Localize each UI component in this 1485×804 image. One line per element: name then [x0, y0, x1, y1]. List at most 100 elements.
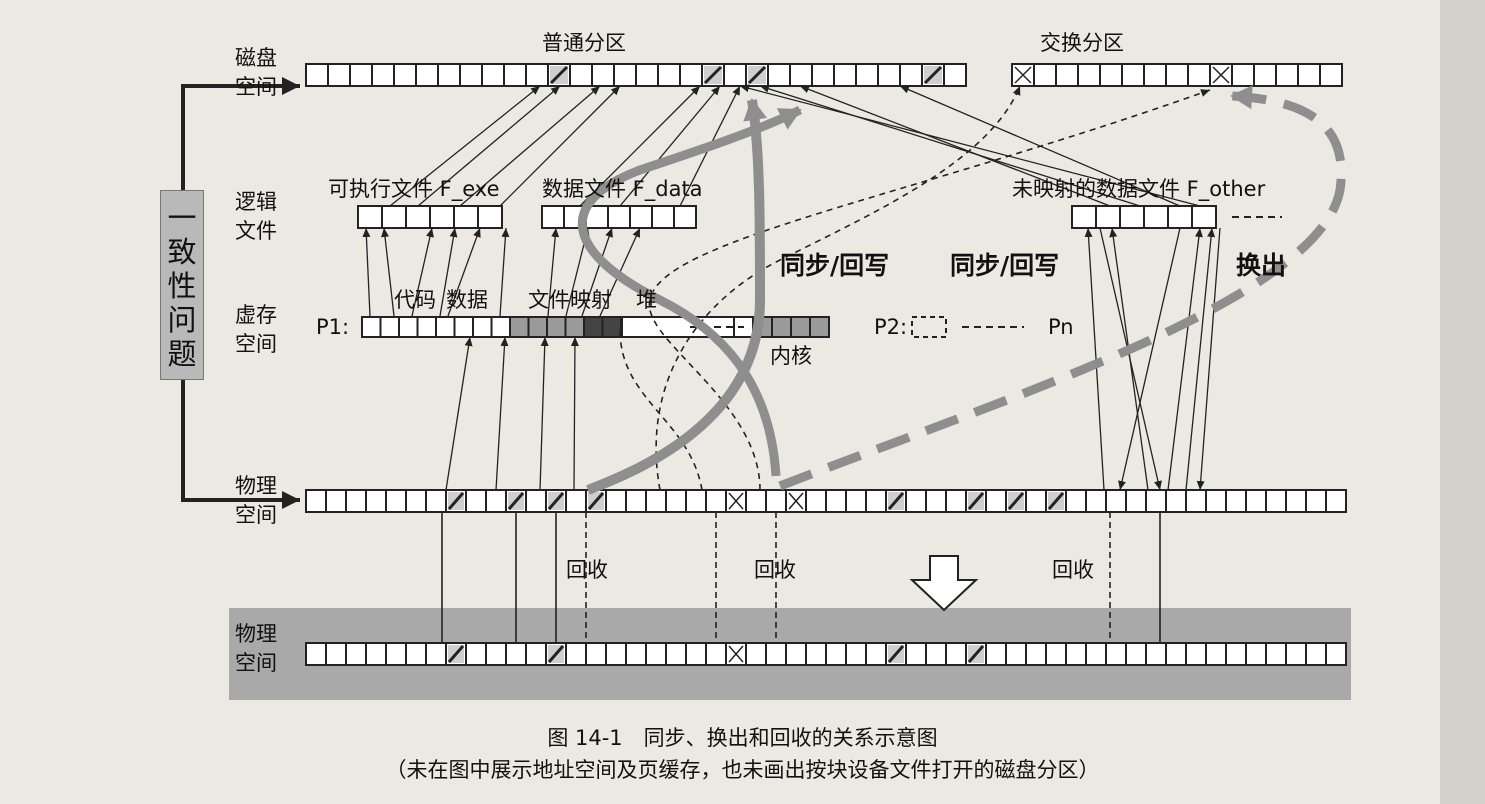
disk-normal-block-cell	[481, 63, 505, 87]
physical-page-cell	[1105, 489, 1127, 513]
mapping-arrow-23	[539, 336, 549, 491]
physical-page-cell	[805, 489, 827, 513]
physical-after-page-cell	[1225, 642, 1247, 666]
physical-page-cell	[1285, 489, 1307, 513]
disk-normal-block-cell	[503, 63, 527, 87]
exe-file-block-cell	[405, 205, 431, 229]
swap-out-label: 换出	[1236, 251, 1287, 280]
pn-label: Pn	[1048, 315, 1074, 339]
mapping-arrow-0	[362, 227, 371, 317]
physical-after-page-cell	[1125, 642, 1147, 666]
exe-file-label: 可执行文件 F_exe	[328, 177, 500, 201]
physical-after-page-hatch	[967, 645, 985, 663]
consistency-issue-text: 一致性问题	[167, 201, 197, 371]
disk-swap-block-cell	[1077, 63, 1101, 87]
physical-after-page-cell	[565, 642, 587, 666]
p1-page-cell	[546, 316, 567, 338]
swap-partition-label: 交换分区	[1040, 31, 1124, 55]
disk-swap-block-cell	[1143, 63, 1167, 87]
physical-after-page-cell	[1005, 642, 1027, 666]
exe-file-block-cell	[477, 205, 503, 229]
physical-after-page-cell	[825, 642, 847, 666]
dashed-heap-link	[619, 329, 703, 491]
physical-after-page-cell	[905, 642, 927, 666]
disk-swap-block-cell	[1187, 63, 1211, 87]
physical-after-page-cell	[1245, 642, 1267, 666]
disk-normal-block-cell	[459, 63, 483, 87]
disk-swap-block-cross	[1014, 66, 1032, 84]
physical-after-page-cell	[1145, 642, 1167, 666]
physical-page-cross	[728, 492, 744, 510]
physical-after-page-cell	[1185, 642, 1207, 666]
code-label: 代码	[394, 288, 436, 312]
exe-file-block-cell	[357, 205, 383, 229]
physical-page-cell	[325, 489, 347, 513]
mapping-arrow-27	[1167, 227, 1203, 491]
physical-page-cell	[385, 489, 407, 513]
physical-page-cell	[1305, 489, 1327, 513]
consistency-arrow-physical	[181, 380, 300, 509]
disk-normal-block-cell	[305, 63, 329, 87]
disk-normal-block-cell	[371, 63, 395, 87]
physical-page-cell	[345, 489, 367, 513]
disk-normal-block-cell	[415, 63, 439, 87]
physical-page-hatch	[547, 492, 565, 510]
p1-page-cell	[398, 316, 419, 338]
disk-normal-block-cell	[943, 63, 967, 87]
swap-out-arrow	[778, 85, 1346, 491]
p1-page-cell	[583, 316, 604, 338]
physical-after-page-cell	[1205, 642, 1227, 666]
physical-page-cell	[425, 489, 447, 513]
kernel-label: 内核	[770, 344, 812, 368]
other-file-block-cell	[1191, 205, 1217, 229]
physical-page-cell	[1145, 489, 1167, 513]
disk-normal-block-cell	[723, 63, 747, 87]
physical-page-cell	[985, 489, 1007, 513]
dashed-swap-arrow-2	[648, 89, 1211, 491]
physical-page-cell	[365, 489, 387, 513]
disk-normal-block-cell	[393, 63, 417, 87]
p1-page-cell	[453, 316, 474, 338]
physical-page-cell	[765, 489, 787, 513]
physical-page-cell	[485, 489, 507, 513]
p2-page-box	[911, 316, 947, 338]
mapping-arrow-15	[619, 85, 721, 207]
p1-page-cell	[527, 316, 548, 338]
p1-page-cell	[435, 316, 456, 338]
disk-swap-block-cross	[1212, 66, 1230, 84]
physical-space-label: 物理 空间	[235, 474, 277, 527]
physical-after-page-cell	[625, 642, 647, 666]
mapping-arrow-1	[381, 227, 395, 317]
physical-page-cell	[845, 489, 867, 513]
physical-space-after-label: 物理 空间	[235, 622, 277, 675]
data-file-block-cell	[651, 205, 675, 229]
physical-after-page-cell	[525, 642, 547, 666]
physical-after-page-cell	[305, 642, 327, 666]
physical-after-page-cell	[925, 642, 947, 666]
physical-after-page-cell	[385, 642, 407, 666]
p1-kernel-page-cell	[771, 316, 792, 338]
physical-page-cell	[665, 489, 687, 513]
physical-after-page-hatch	[887, 645, 905, 663]
physical-after-page-cell	[1025, 642, 1047, 666]
disk-space-label: 磁盘 空间	[235, 46, 277, 99]
physical-page-hatch	[1007, 492, 1025, 510]
p1-page-cell	[601, 316, 622, 338]
disk-normal-block-hatch	[923, 65, 943, 85]
data-file-label: 数据文件 F_data	[542, 177, 703, 201]
mapping-arrow-17	[799, 85, 1111, 207]
disk-swap-block-cell	[1297, 63, 1321, 87]
disk-normal-block-cell	[789, 63, 813, 87]
mapping-arrow-30	[1118, 227, 1181, 491]
file-mapping-label: 文件映射	[528, 288, 612, 312]
mapping-arrow-22	[495, 336, 509, 491]
p1-label: P1:	[316, 315, 350, 339]
p2-label: P2:	[874, 315, 908, 339]
physical-after-page-cell	[745, 642, 767, 666]
reclaim-result-arrow	[909, 555, 979, 612]
p1-page-cell	[564, 316, 585, 338]
physical-after-page-cell	[345, 642, 367, 666]
physical-after-page-cell	[645, 642, 667, 666]
physical-after-page-cell	[985, 642, 1007, 666]
